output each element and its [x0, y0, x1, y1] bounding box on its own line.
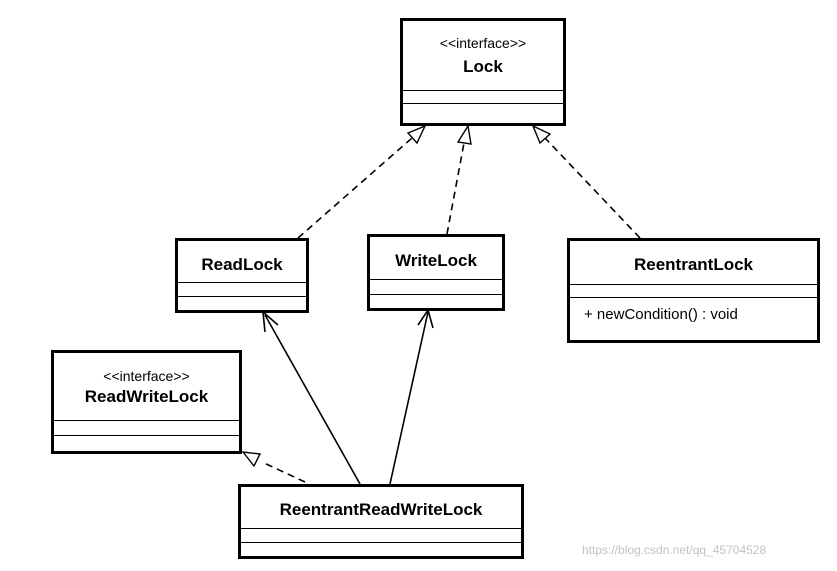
class-name: WriteLock: [395, 251, 477, 270]
association-line-rrwl-readlock: [264, 314, 361, 485]
class-name: ReentrantReadWriteLock: [279, 500, 483, 519]
operations-compartment: [241, 542, 521, 543]
hollow-triangle-arrowhead: [456, 124, 472, 145]
attributes-compartment: [370, 279, 502, 294]
association-line-rrwl-writelock: [389, 311, 429, 485]
class-name: ReadWriteLock: [84, 387, 209, 406]
stereotype-label: <<interface>>: [103, 368, 190, 384]
class-header: ReentrantLock: [570, 241, 817, 284]
open-arrowhead: [262, 310, 279, 333]
class-header: WriteLock: [370, 237, 502, 279]
class-box-readlock: ReadLock: [175, 238, 309, 313]
operations-compartment: [178, 296, 306, 297]
watermark-text: https://blog.csdn.net/qq_45704528: [582, 543, 767, 557]
stereotype-label: <<interface>>: [439, 35, 527, 51]
operations-compartment: [54, 435, 239, 436]
hollow-triangle-arrowhead: [241, 451, 262, 468]
realization-line-rrwl-readwritelock: [261, 461, 306, 483]
hollow-triangle-arrowhead: [406, 124, 427, 145]
attributes-compartment: [241, 528, 521, 542]
realization-line-writelock-lock: [446, 142, 465, 235]
class-box-reentrantreadwritelock: ReentrantReadWriteLock: [238, 484, 524, 559]
attributes-compartment: [178, 282, 306, 296]
class-box-writelock: WriteLock: [367, 234, 505, 311]
class-name: ReadLock: [201, 255, 283, 274]
class-header: ReadLock: [178, 241, 306, 282]
operation-new-condition: + newCondition() : void: [570, 297, 817, 323]
class-box-readwritelock: <<interface>> ReadWriteLock: [51, 350, 242, 454]
operations-compartment: [370, 294, 502, 295]
realization-line-readlock-lock: [297, 137, 413, 239]
attributes-compartment: [54, 420, 239, 435]
attributes-compartment: [570, 284, 817, 297]
operations-compartment: [403, 103, 563, 104]
class-box-lock: <<interface>> Lock: [400, 18, 566, 126]
realization-line-reentrantlock-lock: [544, 137, 641, 239]
class-header: <<interface>> ReadWriteLock: [54, 353, 239, 420]
class-header: <<interface>> Lock: [403, 21, 563, 90]
class-name: ReentrantLock: [633, 255, 754, 274]
attributes-compartment: [403, 90, 563, 103]
class-name: Lock: [463, 57, 503, 76]
hollow-triangle-arrowhead: [531, 124, 552, 145]
class-header: ReentrantReadWriteLock: [241, 487, 521, 528]
class-box-reentrantlock: ReentrantLock + newCondition() : void: [567, 238, 820, 343]
